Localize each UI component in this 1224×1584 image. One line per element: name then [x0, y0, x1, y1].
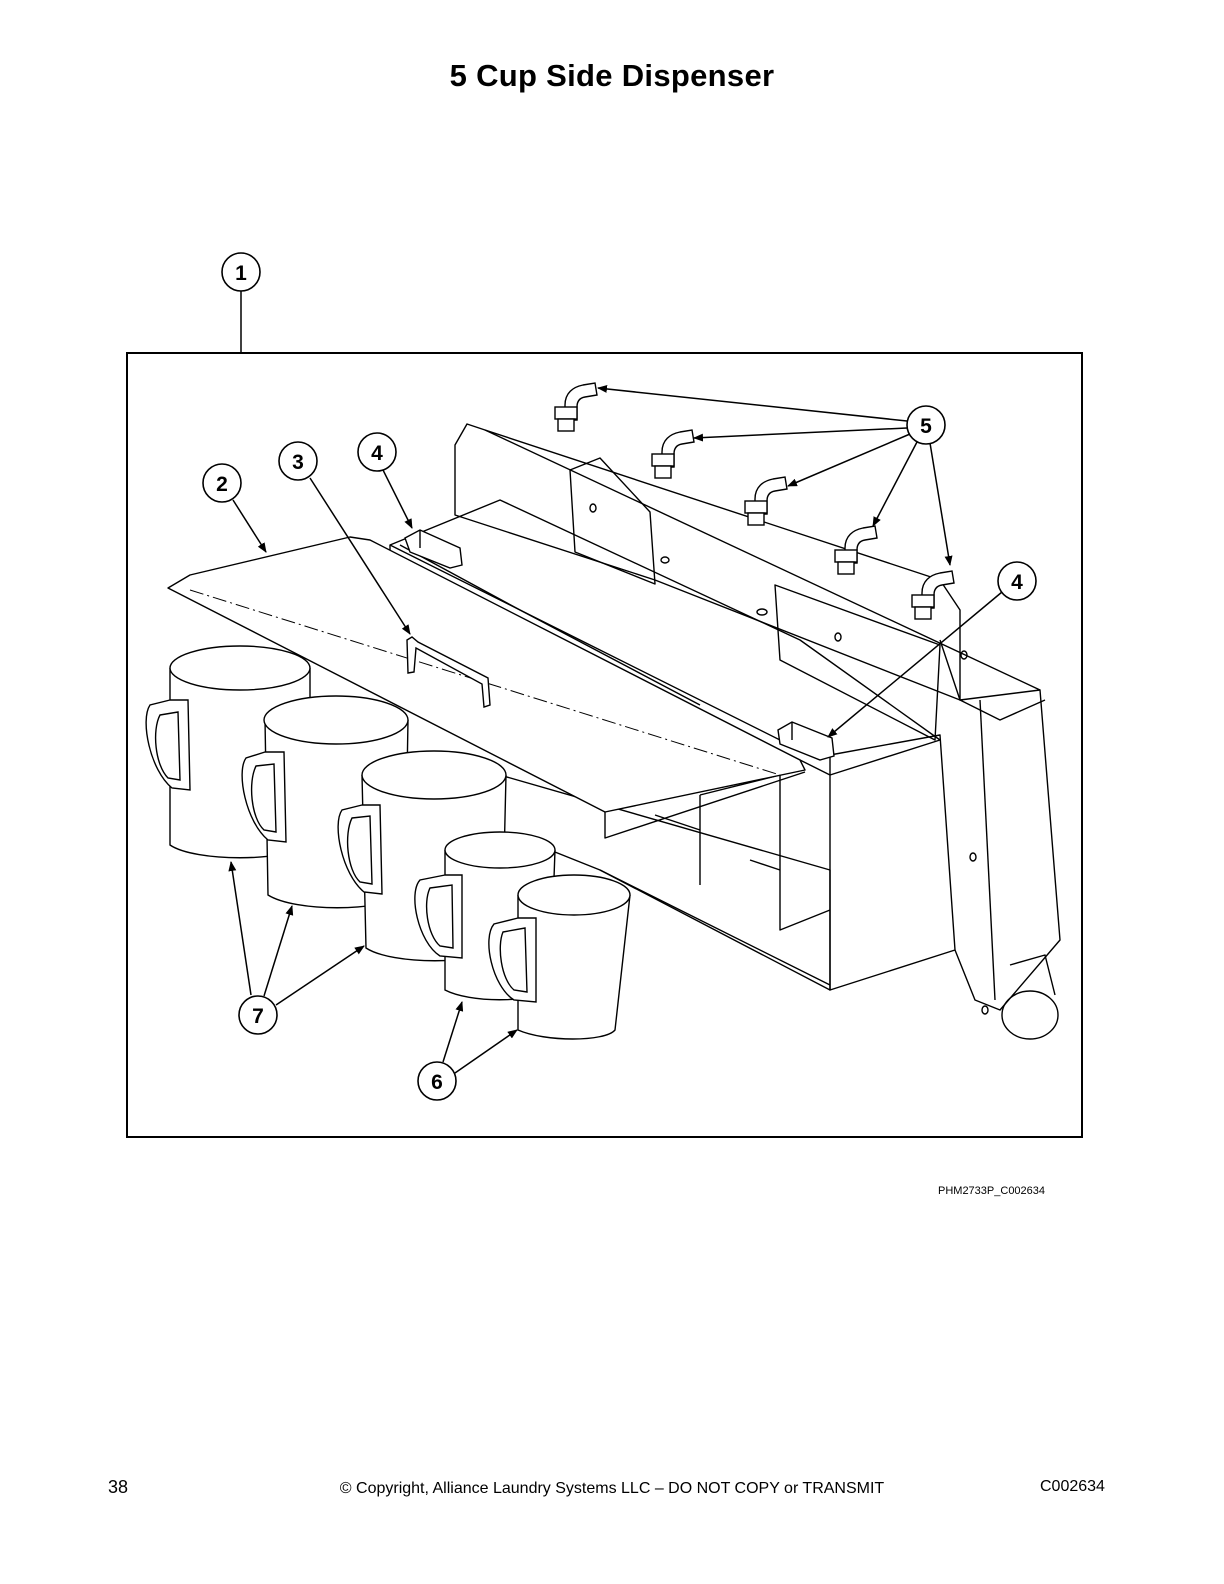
callout-5-label: 5 — [920, 415, 932, 438]
callout-1: 1 — [221, 252, 261, 292]
elbow-fittings — [554, 382, 955, 620]
leader-lines — [228, 291, 1003, 1074]
page-title: 5 Cup Side Dispenser — [449, 58, 775, 93]
callout-4b-label: 4 — [1011, 571, 1023, 594]
callout-4a: 4 — [357, 432, 397, 472]
callout-6: 6 — [417, 1061, 457, 1101]
lid-panel — [167, 536, 821, 839]
callout-1-label: 1 — [235, 262, 247, 285]
figure-frame — [126, 352, 1083, 1138]
page-number: 38 — [108, 1477, 129, 1497]
copyright-notice: © Copyright, Alliance Laundry Systems LL… — [339, 1480, 885, 1497]
callout-7: 7 — [238, 995, 278, 1035]
callout-4b: 4 — [997, 561, 1037, 601]
hinge-right — [777, 721, 835, 761]
callout-3-label: 3 — [292, 451, 304, 474]
document-code: C002634 — [1040, 1478, 1105, 1495]
cup-small-2 — [488, 874, 631, 1040]
callout-6-label: 6 — [431, 1071, 443, 1094]
callout-5: 5 — [906, 405, 946, 445]
callout-4a-label: 4 — [371, 442, 383, 465]
callout-2: 2 — [202, 463, 242, 503]
figure-id: PHM2733P_C002634 — [938, 1185, 1046, 1197]
hinge-left — [404, 529, 463, 569]
callout-3: 3 — [278, 441, 318, 481]
cups — [145, 645, 631, 1040]
callout-7-label: 7 — [252, 1005, 264, 1028]
lid-handle — [406, 636, 491, 708]
callout-2-label: 2 — [216, 473, 228, 496]
